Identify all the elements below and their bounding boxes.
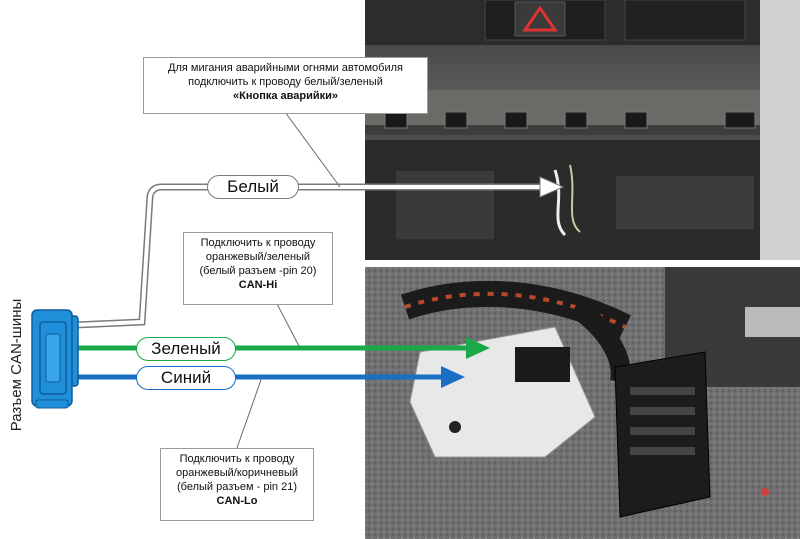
note-hazard-line1: Для мигания аварийными огнями автомобиля bbox=[168, 62, 403, 74]
photo-connector bbox=[365, 267, 800, 539]
arrow-green bbox=[466, 337, 490, 359]
photo-dashboard bbox=[365, 0, 800, 260]
wire-label-white: Белый bbox=[207, 175, 299, 199]
can-connector-label: Разъем CAN-шины bbox=[8, 298, 25, 432]
note-can-hi-line4: CAN-Hi bbox=[238, 279, 278, 291]
note-can-hi-line2: оранжевый/зеленый bbox=[205, 251, 311, 263]
leader-can-hi bbox=[274, 299, 301, 349]
note-can-lo-line2: оранжевый/коричневый bbox=[176, 467, 298, 479]
wire-label-green: Зеленый bbox=[136, 337, 236, 361]
note-hazard: Для мигания аварийными огнями автомобиля… bbox=[143, 57, 428, 114]
note-hazard-line2: подключить к проводу белый/зеленый bbox=[188, 76, 383, 88]
note-can-hi-line1: Подключить к проводу bbox=[200, 237, 316, 249]
note-hazard-line3: «Кнопка аварийки» bbox=[233, 90, 338, 102]
wire-label-blue: Синий bbox=[136, 366, 236, 390]
arrow-blue bbox=[441, 366, 465, 388]
leader-can-lo bbox=[236, 376, 263, 449]
note-can-hi-line3: (белый разъем -pin 20) bbox=[199, 265, 317, 277]
note-can-lo: Подключить к проводу оранжевый/коричневы… bbox=[160, 448, 314, 521]
can-connector bbox=[31, 309, 79, 409]
note-can-lo-line4: CAN-Lo bbox=[216, 495, 258, 507]
note-can-lo-line3: (белый разъем - pin 21) bbox=[177, 481, 297, 493]
leader-hazard bbox=[284, 111, 341, 188]
arrow-white bbox=[539, 176, 565, 198]
note-can-lo-line1: Подключить к проводу bbox=[179, 453, 295, 465]
note-can-hi: Подключить к проводу оранжевый/зеленый (… bbox=[183, 232, 333, 305]
